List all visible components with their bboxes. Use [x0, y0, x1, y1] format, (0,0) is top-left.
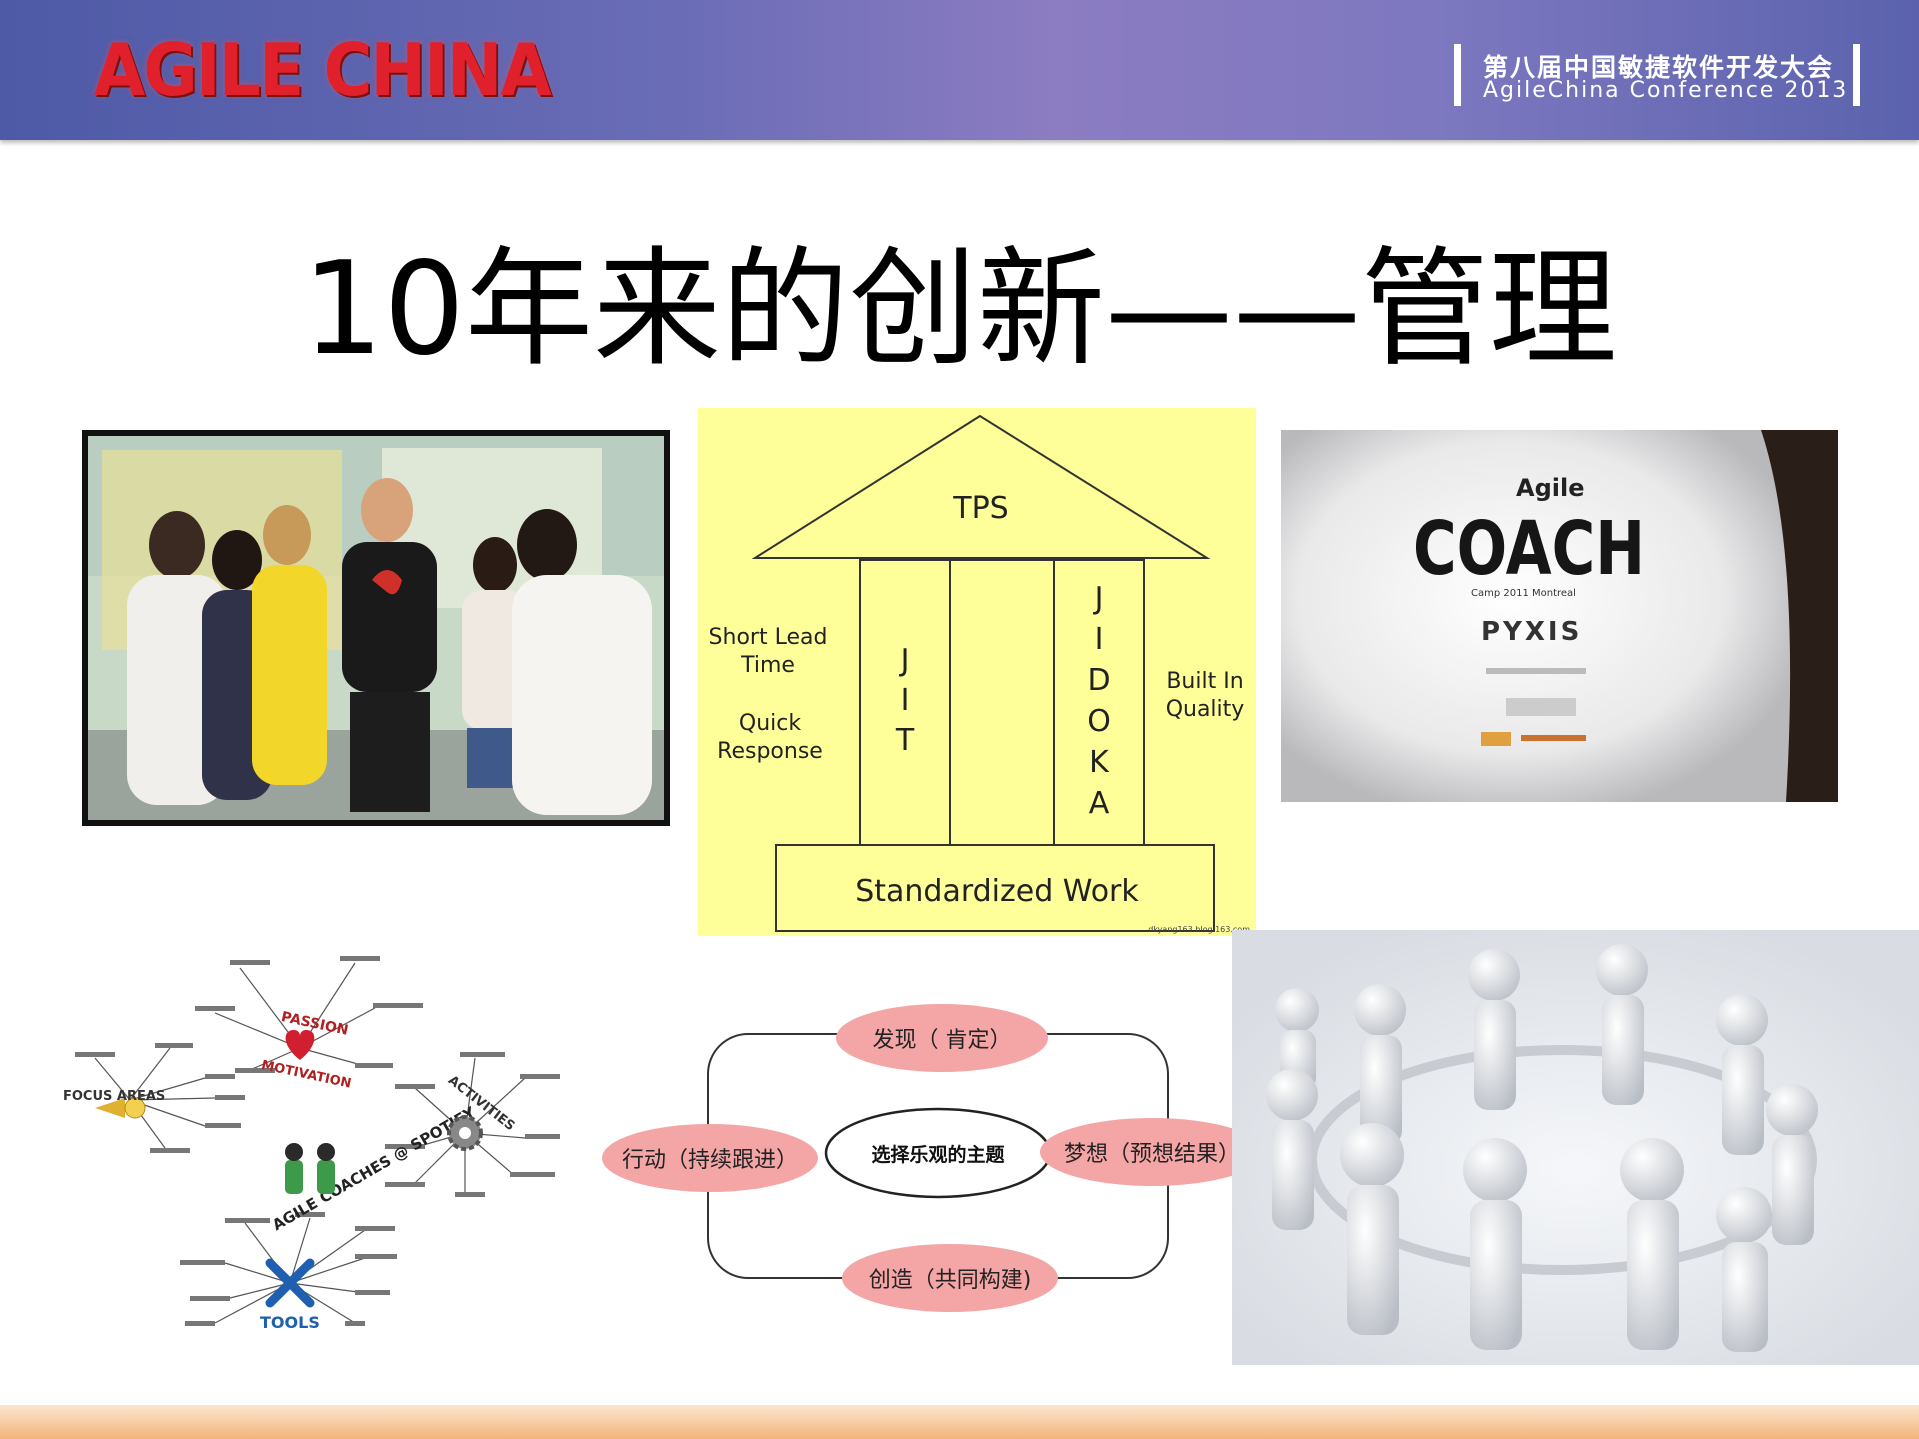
tools-label: TOOLS [260, 1313, 320, 1332]
slide-title: 10年来的创新——管理 [302, 235, 1617, 384]
heart-icon [285, 1030, 315, 1060]
standardized-work-base [775, 844, 1215, 932]
coach-figure-left [285, 1160, 303, 1194]
header-bar: AGILE CHINA 第八届中国敏捷软件开发大会 AgileChina Con… [0, 0, 1919, 140]
people-circle-image [1232, 930, 1919, 1365]
conference-title-cn: 第八届中国敏捷软件开发大会 [1483, 53, 1835, 82]
act-ellipse [602, 1124, 818, 1192]
create-ellipse [842, 1244, 1058, 1312]
agile-china-logo: AGILE CHINA [94, 28, 552, 112]
left-text-2: Time [740, 653, 795, 678]
standardized-work-label: Standardized Work [855, 874, 1139, 909]
jidoka-letter-j: J [1093, 581, 1104, 616]
tps-roof-label: TPS [952, 491, 1008, 526]
jidoka-letter-i: I [1095, 622, 1104, 657]
focus-areas-label: FOCUS AREAS [63, 1089, 165, 1104]
conference-title-en: AgileChina Conference 2013 [1483, 78, 1849, 103]
team-photo [82, 430, 670, 826]
jidoka-letter-k: K [1089, 745, 1110, 780]
left-text-1: Short Lead [709, 625, 828, 650]
jit-letter-j: J [899, 643, 910, 678]
shirt-camp-text: Camp 2011 Montreal [1471, 588, 1576, 599]
tps-credit: dkyang163.blog.163.com [1148, 925, 1250, 934]
right-text-2: Quality [1166, 697, 1245, 722]
flashlight-icon [95, 1098, 125, 1118]
shirt-coach-text: COACH [1413, 506, 1645, 592]
footer-stripe [0, 1405, 1919, 1439]
act-label: 行动（持续跟进） [622, 1148, 798, 1173]
appreciative-cycle-diagram: 选择乐观的主题 发现（ 肯定） 行动（持续跟进） 梦想（预想结果） 创造（共同构… [598, 1000, 1278, 1320]
coach-figure-right [317, 1160, 335, 1194]
tps-roof [751, 414, 1211, 559]
jidoka-letter-d: D [1087, 663, 1110, 698]
dream-label: 梦想（预想结果） [1064, 1142, 1240, 1167]
motivation-label: MOTIVATION [260, 1058, 353, 1092]
discover-label: 发现（ 肯定） [873, 1028, 1012, 1053]
center-label: 选择乐观的主题 [871, 1143, 1004, 1166]
agile-coach-shirt-photo: Agile COACH Camp 2011 Montreal PYXIS [1281, 430, 1838, 802]
right-text-1: Built In [1166, 669, 1243, 694]
middle-pillar [949, 559, 1055, 846]
conference-badge: 第八届中国敏捷软件开发大会 AgileChina Conference 2013 [1454, 44, 1860, 106]
jidoka-letter-a: A [1089, 786, 1110, 821]
tools-icon [265, 1258, 315, 1308]
left-text-4: Response [717, 739, 823, 764]
spotify-coach-mindmap: PASSION MOTIVATION FOCUS AREAS AGILE COA… [55, 948, 575, 1338]
shirt-agile-text: Agile [1516, 474, 1584, 502]
tps-house-diagram: TPS Short Lead Time Quick Response J I T… [698, 408, 1256, 936]
jidoka-letter-o: O [1087, 704, 1111, 739]
create-label: 创造（共同构建) [869, 1268, 1032, 1293]
discover-ellipse [836, 1004, 1048, 1072]
jit-letter-t: T [895, 723, 915, 758]
left-text-3: Quick [739, 711, 801, 736]
shirt-pyxis-logo: PYXIS [1481, 617, 1582, 647]
jit-letter-i: I [901, 683, 910, 718]
dream-ellipse [1040, 1118, 1264, 1186]
